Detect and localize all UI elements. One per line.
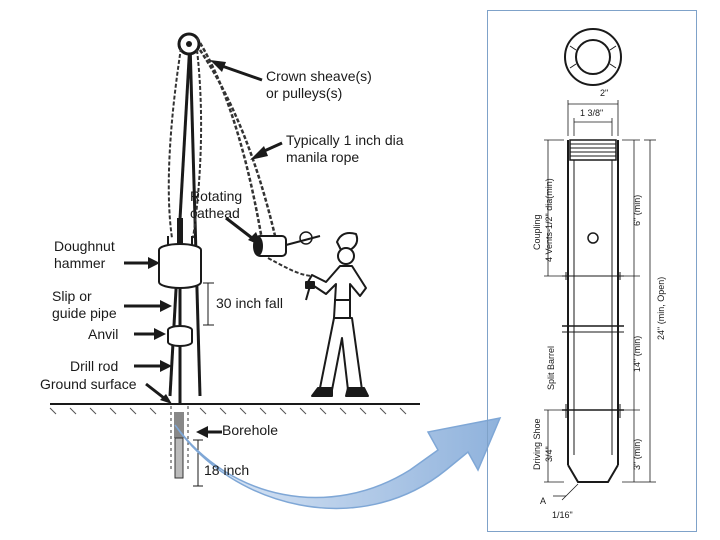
split-barrel-label: Split Barrel <box>546 346 556 390</box>
borehole <box>170 406 189 479</box>
coupling-label: Coupling <box>532 214 542 250</box>
sampler-body <box>562 139 624 483</box>
guide-pipe-line1: Slip or <box>52 288 92 304</box>
ground-surface-line <box>49 403 420 415</box>
anvil-label: Anvil <box>88 326 119 342</box>
penetration-label: 18 inch <box>204 462 250 478</box>
worker-figure <box>305 232 369 397</box>
borehole-label: Borehole <box>222 422 279 438</box>
sampler-frame <box>487 10 697 532</box>
penetration-dimension <box>193 439 203 487</box>
twentyfour-inch-label: 24" (min, Open) <box>656 277 666 340</box>
rope-line2: manila rope <box>286 149 360 165</box>
suspension-rope <box>167 47 203 239</box>
sampler-dimensions <box>544 100 656 501</box>
six-inch-label: 6" (min) <box>632 195 642 226</box>
drive-assembly <box>158 218 202 404</box>
three-quarter-label: 3/4" <box>544 446 554 462</box>
top-width-label: 2" <box>600 88 608 98</box>
three-inch-label: 3" (min) <box>632 439 642 470</box>
fourteen-inch-label: 14" (min) <box>632 336 642 372</box>
crown-sheave <box>177 32 201 56</box>
crown-sheave-line1: Crown sheave(s) <box>266 68 372 84</box>
cathead-line2: cathead <box>190 205 240 221</box>
cathead-label: Rotating cathead <box>190 188 242 222</box>
rope-label: Typically 1 inch dia manila rope <box>286 132 404 166</box>
fall-dimension <box>203 282 214 326</box>
cathead-line1: Rotating <box>190 188 243 204</box>
hammer-line2: hammer <box>54 255 106 271</box>
tip-label: 1/16" <box>552 510 573 520</box>
sampler-end-view <box>564 28 622 86</box>
driving-shoe-label: Driving Shoe <box>532 418 542 470</box>
transition-arrow <box>174 416 502 510</box>
sampler-text: 2" 1 3/8" Coupling 4 Vents-1/2" dia(min)… <box>532 88 666 520</box>
fall-label: 30 inch fall <box>216 295 283 311</box>
guide-pipe-label: Slip or guide pipe <box>52 288 117 322</box>
ground-surface-label: Ground surface <box>40 376 137 392</box>
hammer-label: Doughnut hammer <box>54 238 115 272</box>
rotating-cathead <box>253 231 321 257</box>
hammer-line1: Doughnut <box>54 238 115 254</box>
crown-sheave-line2: or pulleys(s) <box>266 85 343 101</box>
leader-arrows <box>124 60 283 438</box>
drill-rod-label: Drill rod <box>70 358 119 374</box>
rope-line1: Typically 1 inch dia <box>286 132 404 148</box>
vents-label: 4 Vents-1/2" dia(min) <box>544 178 554 262</box>
guide-pipe-line2: guide pipe <box>52 305 117 321</box>
manila-rope <box>195 37 313 277</box>
crown-sheave-label: Crown sheave(s) or pulleys(s) <box>266 68 372 102</box>
a-label: A <box>540 496 546 506</box>
inner-bore-label: 1 3/8" <box>580 108 603 118</box>
